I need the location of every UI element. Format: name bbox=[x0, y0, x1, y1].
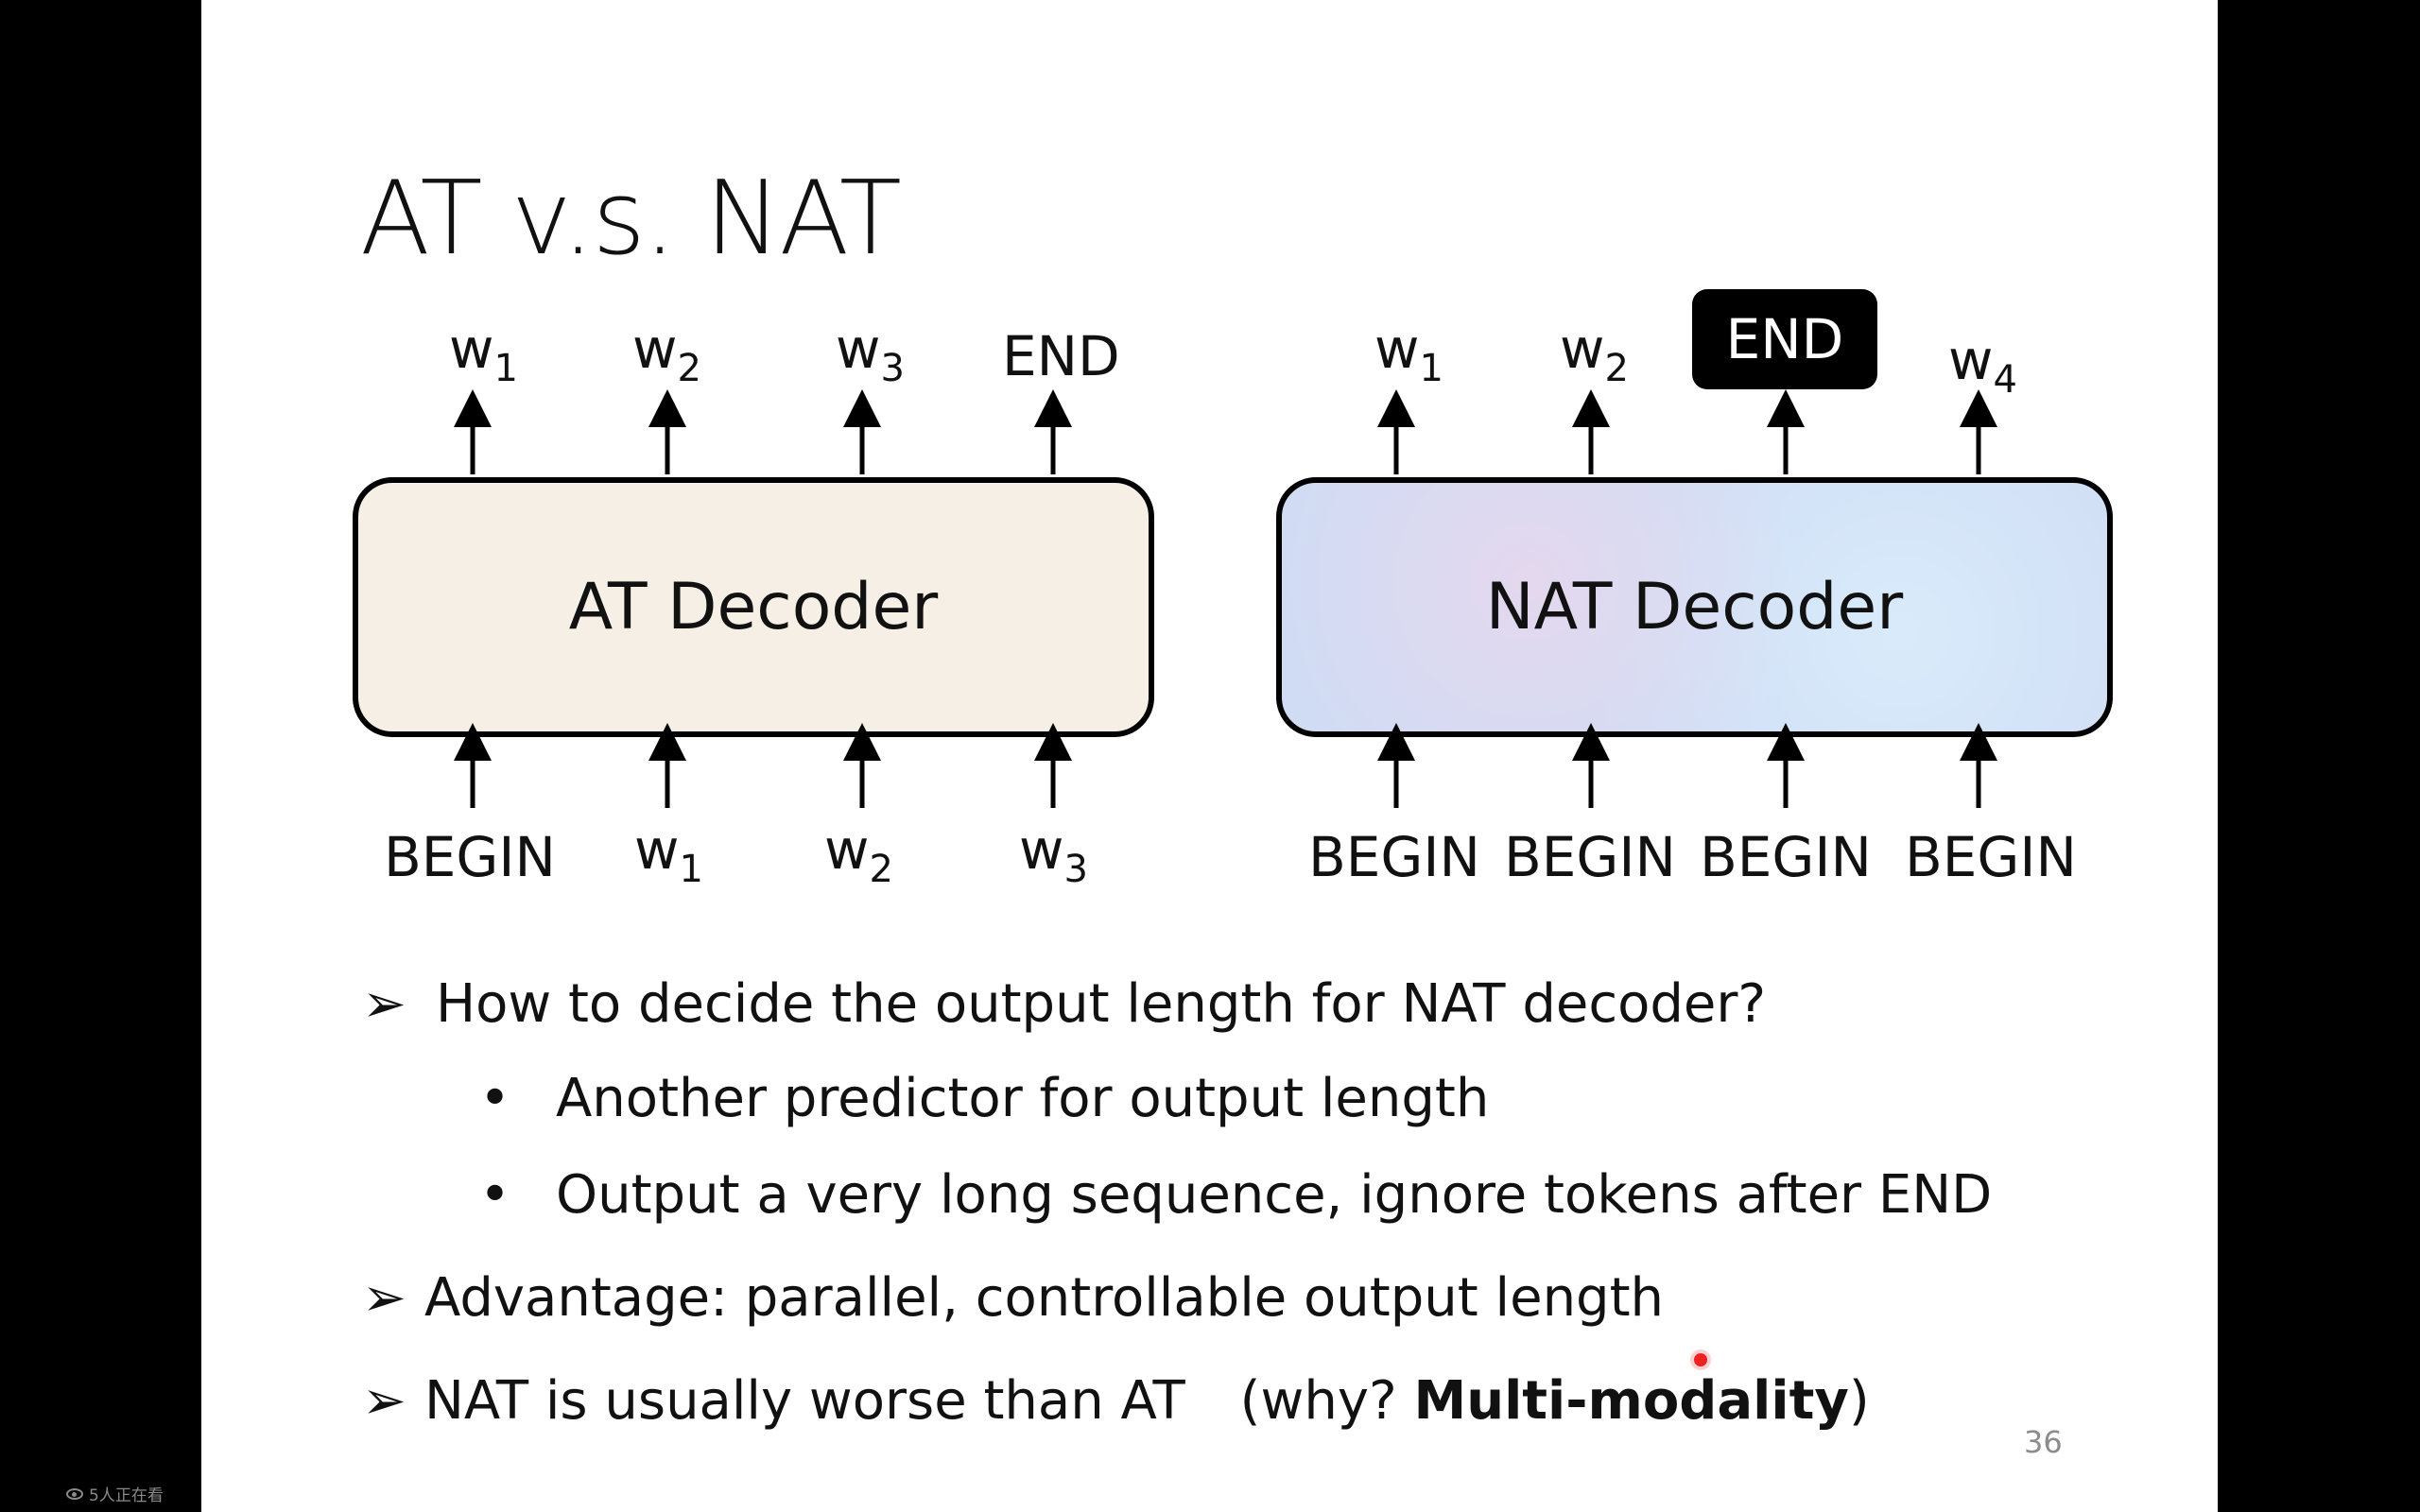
nat-output-token-1: w1 bbox=[1374, 317, 1443, 390]
viewer-count-text: 5人正在看 bbox=[89, 1486, 164, 1505]
multi-modality-text: Multi-modality bbox=[1413, 1370, 1849, 1432]
at-output-token-1: w1 bbox=[449, 317, 518, 390]
eye-icon bbox=[66, 1487, 83, 1500]
page-number: 36 bbox=[2024, 1424, 2063, 1460]
sub-bullet-dot-2: • bbox=[479, 1164, 511, 1226]
at-output-token-2: w2 bbox=[632, 317, 701, 390]
at-output-token-end: END bbox=[1002, 324, 1120, 388]
nat-input-token-2: BEGIN bbox=[1504, 825, 1676, 889]
at-input-token-2: w2 bbox=[824, 817, 893, 891]
nat-decoder-box: NAT Decoder bbox=[1276, 477, 2113, 737]
at-output-token-3: w3 bbox=[836, 317, 905, 390]
bullet-arrow-2: ➢ bbox=[362, 1267, 406, 1329]
sub-bullet-long-sequence: Output a very long sequence, ignore toke… bbox=[556, 1164, 1993, 1226]
bullet-advantage: Advantage: parallel, controllable output… bbox=[424, 1267, 1665, 1329]
bullet-nat-worse-prefix: NAT is usually worse than AT bbox=[424, 1370, 1185, 1432]
bullet-nat-worse-paren-open: (why? bbox=[1239, 1370, 1414, 1432]
bullet-nat-worse-paren-close: ) bbox=[1848, 1370, 1870, 1432]
bullet-arrow-3: ➢ bbox=[362, 1370, 406, 1432]
nat-output-end-badge: END bbox=[1692, 289, 1877, 389]
slide-title: AT v.s. NAT bbox=[360, 160, 902, 278]
at-decoder-box: AT Decoder bbox=[353, 477, 1154, 737]
bullet-output-length: How to decide the output length for NAT … bbox=[436, 973, 1767, 1035]
bullet-arrow-1: ➢ bbox=[362, 973, 406, 1035]
sub-bullet-dot-1: • bbox=[479, 1068, 511, 1129]
laser-pointer-dot bbox=[1690, 1349, 1711, 1370]
bullet-nat-worse: NAT is usually worse than AT(why? Multi-… bbox=[424, 1375, 1870, 1428]
at-input-token-1: w1 bbox=[634, 817, 703, 891]
viewer-count-status: 5人正在看 bbox=[66, 1482, 164, 1505]
at-input-token-begin: BEGIN bbox=[384, 825, 556, 889]
nat-output-token-4: w4 bbox=[1948, 328, 2017, 402]
nat-input-token-1: BEGIN bbox=[1308, 825, 1480, 889]
nat-input-token-3: BEGIN bbox=[1700, 825, 1872, 889]
nat-output-token-2: w2 bbox=[1560, 317, 1629, 390]
nat-input-token-4: BEGIN bbox=[1905, 825, 2077, 889]
sub-bullet-predictor: Another predictor for output length bbox=[556, 1068, 1490, 1129]
slide: AT v.s. NAT w1 w2 w3 END w1 w2 END w4 AT… bbox=[201, 0, 2218, 1512]
at-input-token-3: w3 bbox=[1019, 817, 1088, 891]
